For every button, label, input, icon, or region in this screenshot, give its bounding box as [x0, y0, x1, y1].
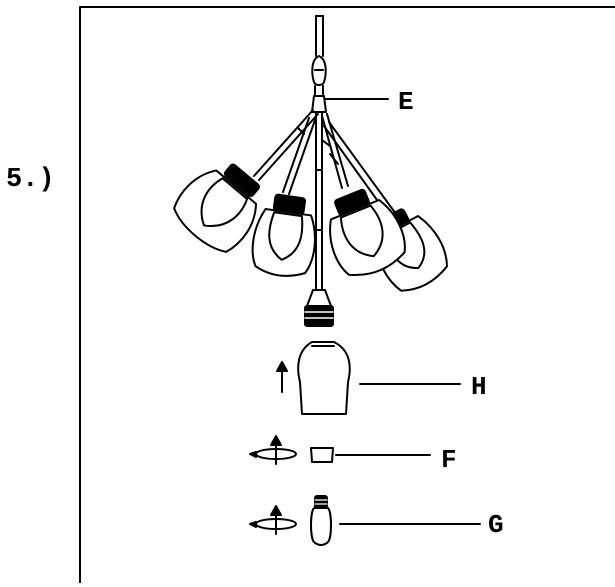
branch-arms	[253, 109, 397, 219]
part-f-ring	[310, 447, 334, 463]
part-f-label: F	[441, 445, 457, 475]
canopy-coupling	[311, 55, 327, 97]
part-e-label: E	[398, 87, 414, 117]
panel-frame	[79, 6, 615, 584]
glass-shade-3	[329, 188, 406, 277]
rotate-arrow-icon	[249, 435, 297, 465]
up-arrow-icon	[276, 361, 288, 393]
rotate-arrow-icon	[249, 505, 297, 535]
step-number: 5.)	[6, 165, 55, 195]
part-g-label: G	[488, 510, 504, 540]
glass-shade-2	[251, 193, 316, 278]
power-cord	[315, 15, 324, 57]
part-g-bulb	[310, 495, 332, 546]
glass-shade-1	[173, 163, 260, 253]
part-h-label: H	[471, 372, 487, 402]
lamp-socket	[304, 289, 334, 327]
branch-hub	[311, 95, 327, 113]
center-stem	[315, 111, 323, 291]
part-h-shade	[297, 341, 351, 415]
